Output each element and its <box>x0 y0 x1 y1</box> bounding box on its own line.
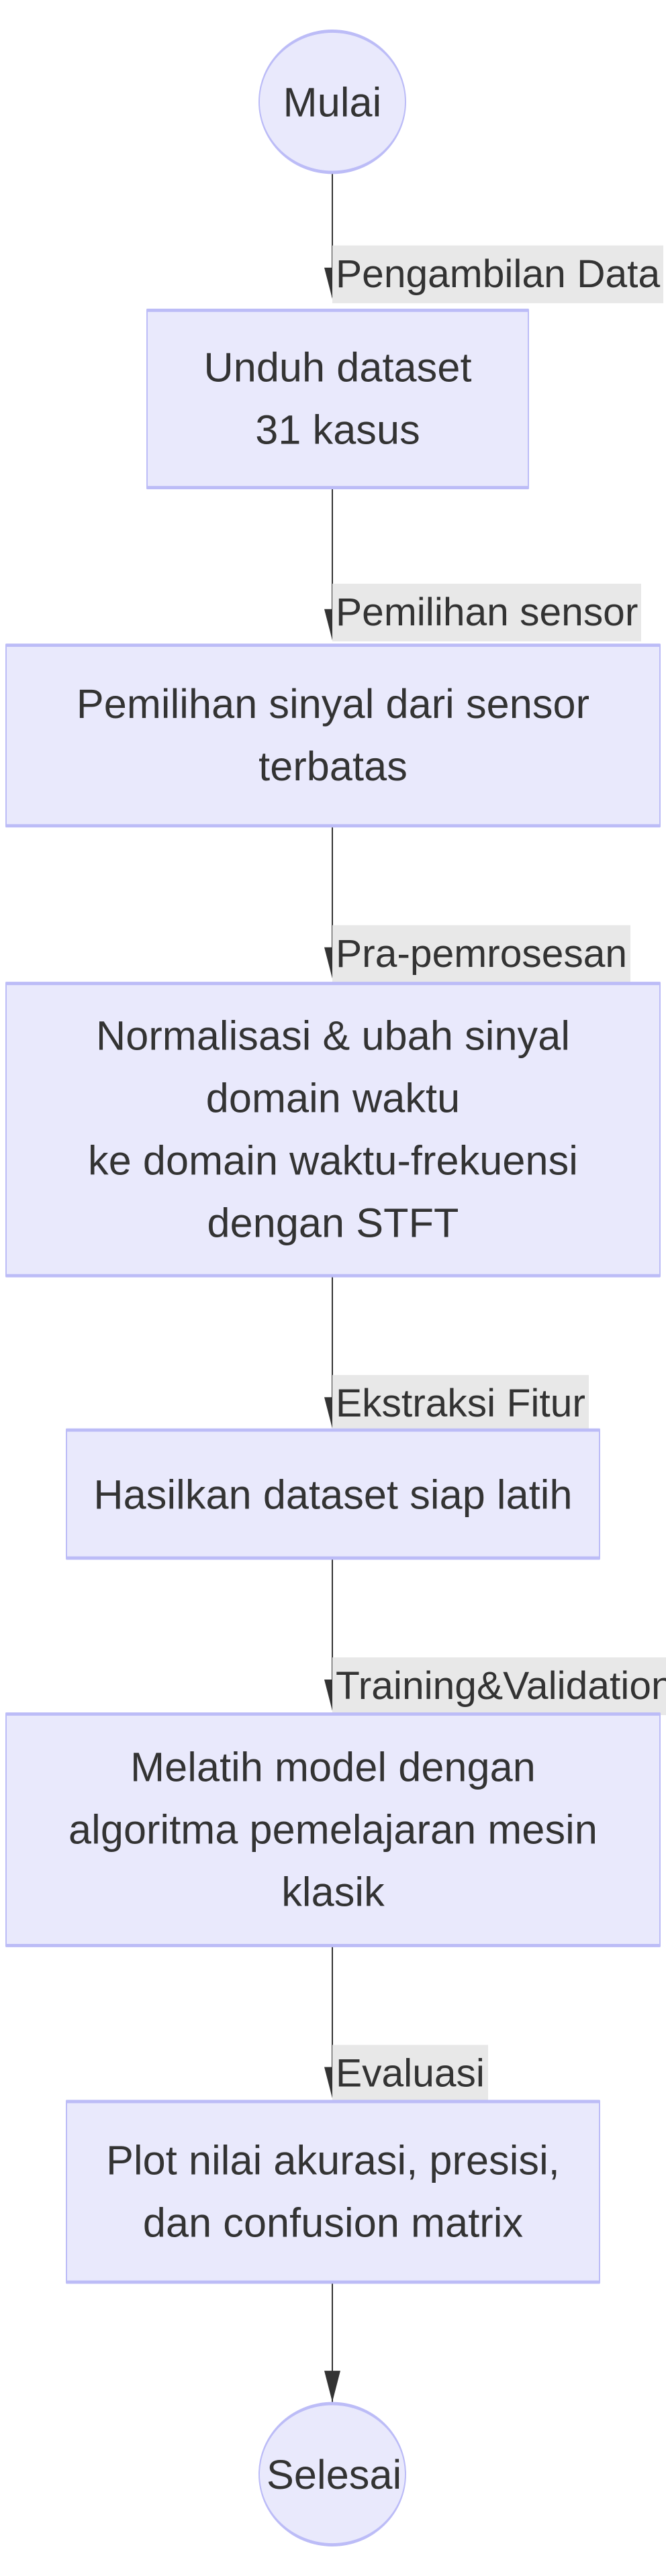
edge-label-training-validation: Training&Validation <box>332 1657 666 1716</box>
node-step3-label: Normalisasi & ubah sinyal domain waktu k… <box>88 1013 578 1246</box>
node-step6-label: Plot nilai akurasi, presisi, dan confusi… <box>106 2137 560 2246</box>
edge-label-pemilihan-sensor: Pemilihan sensor <box>332 583 642 642</box>
edge-label-pengambilan-data: Pengambilan Data <box>332 245 664 304</box>
node-start-label: Mulai <box>283 79 382 125</box>
edge-line-step3-step4 <box>332 1277 333 1406</box>
edge-line-step4-step5 <box>332 1559 333 1688</box>
node-step6[interactable]: Plot nilai akurasi, presisi, dan confusi… <box>66 2100 600 2284</box>
edge-line-step2-step3 <box>332 827 333 956</box>
edge-label-pra-pemrosesan: Pra-pemrosesan <box>332 925 631 984</box>
edge-arrowhead-step6-end <box>324 2371 340 2402</box>
node-step5-label: Melatih model dengan algoritma pemelajar… <box>68 1744 598 1915</box>
edge-line-step1-step2 <box>332 489 333 617</box>
edge-label-ekstraksi-fitur: Ekstraksi Fitur <box>332 1375 589 1433</box>
node-step2-label: Pemilihan sinyal dari sensor terbatas <box>76 681 590 790</box>
edge-line-step6-end <box>332 2283 333 2402</box>
node-end-label: Selesai <box>267 2451 402 2497</box>
node-step1-label: Unduh dataset 31 kasus <box>203 344 472 453</box>
node-step3[interactable]: Normalisasi & ubah sinyal domain waktu k… <box>5 982 661 1278</box>
node-step4-label: Hasilkan dataset siap latih <box>93 1471 573 1517</box>
edge-line-start-step1 <box>332 174 333 297</box>
node-step2[interactable]: Pemilihan sinyal dari sensor terbatas <box>5 643 661 828</box>
node-step1[interactable]: Unduh dataset 31 kasus <box>146 308 529 490</box>
edge-line-step5-step6 <box>332 1947 333 2075</box>
node-step5[interactable]: Melatih model dengan algoritma pemelajar… <box>5 1712 661 1947</box>
node-step4[interactable]: Hasilkan dataset siap latih <box>66 1428 600 1560</box>
edge-label-evaluasi: Evaluasi <box>332 2045 488 2103</box>
node-end[interactable]: Selesai <box>258 2402 406 2546</box>
node-start[interactable]: Mulai <box>258 30 406 174</box>
